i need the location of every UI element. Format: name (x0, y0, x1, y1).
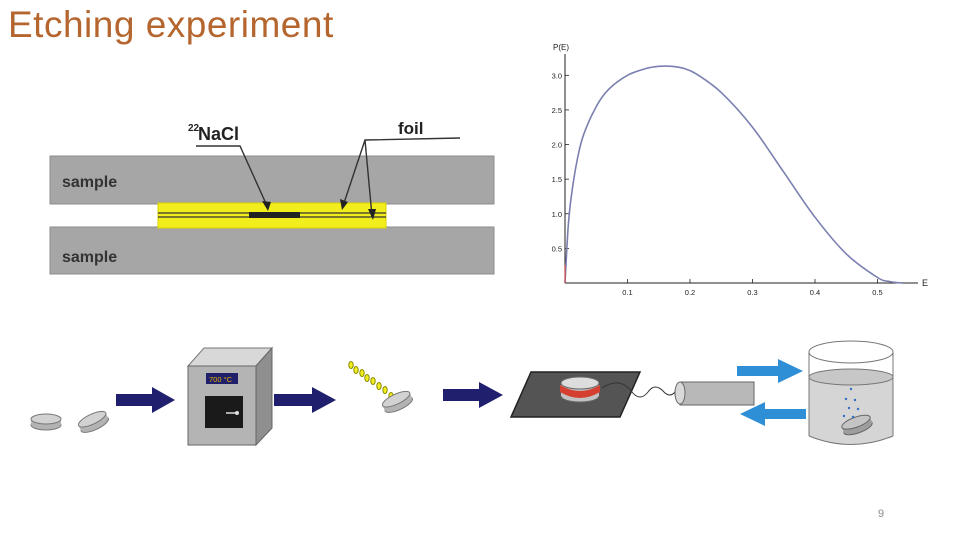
x-axis-label: E (922, 278, 928, 288)
foil-pointer-line-2 (364, 139, 373, 217)
slide-title: Etching experiment (8, 4, 334, 45)
sample-top-block (49, 155, 495, 205)
x-tick-label: 0.3 (747, 288, 757, 297)
y-axis-label: P(E) (553, 43, 569, 52)
oven-display (206, 373, 238, 384)
nacl-pointer-line (196, 145, 269, 209)
x-tick-label: 0.5 (872, 288, 882, 297)
bubbles (842, 387, 860, 419)
y-tick-label: 2.0 (552, 141, 562, 150)
sample-top-label: sample (62, 174, 117, 191)
series-line-pe (564, 65, 903, 284)
y-tick-label: 3.0 (552, 71, 562, 80)
x-tick-label: 0.4 (810, 288, 820, 297)
flow-arrow-3 (443, 382, 503, 408)
nacl-label: NaCl (198, 124, 239, 144)
x-tick-label: 0.2 (685, 288, 695, 297)
sample-discs (30, 410, 109, 433)
x-tick-label: 0.1 (622, 288, 632, 297)
oven: 700 °C (186, 346, 274, 447)
flow-arrow-1 (116, 387, 175, 413)
nacl-source-deposit (249, 212, 300, 218)
y-tick-label: 2.5 (552, 106, 562, 115)
signal-cable (601, 382, 676, 398)
foil-arrowhead-2 (368, 209, 376, 220)
foil-label: foil (398, 119, 424, 138)
photomultiplier (679, 381, 755, 406)
flow-arrow-2 (274, 387, 336, 413)
y-tick-label: 1.5 (552, 175, 562, 184)
annealed-disc (381, 390, 413, 413)
oven-temperature-text: 700 °C (209, 375, 233, 384)
nacl-isotope-label: 22 (188, 123, 200, 134)
detector-ring (560, 385, 600, 398)
page-number: 9 (878, 508, 885, 520)
x-ticks: 0.1 0.2 0.3 0.4 0.5 (622, 279, 883, 297)
etching-beaker (808, 340, 894, 445)
y-tick-label: 0.5 (552, 244, 562, 253)
y-ticks: 0.5 1.0 1.5 2.0 2.5 3.0 (552, 71, 569, 253)
foil-arrowhead-1 (340, 199, 348, 210)
nacl-arrowhead (262, 201, 271, 211)
y-tick-label: 1.0 (552, 210, 562, 219)
sample-bottom-label: sample (62, 249, 117, 266)
outflow-arrow (740, 402, 806, 426)
inflow-arrow (737, 359, 803, 383)
detector-setup (509, 371, 755, 418)
